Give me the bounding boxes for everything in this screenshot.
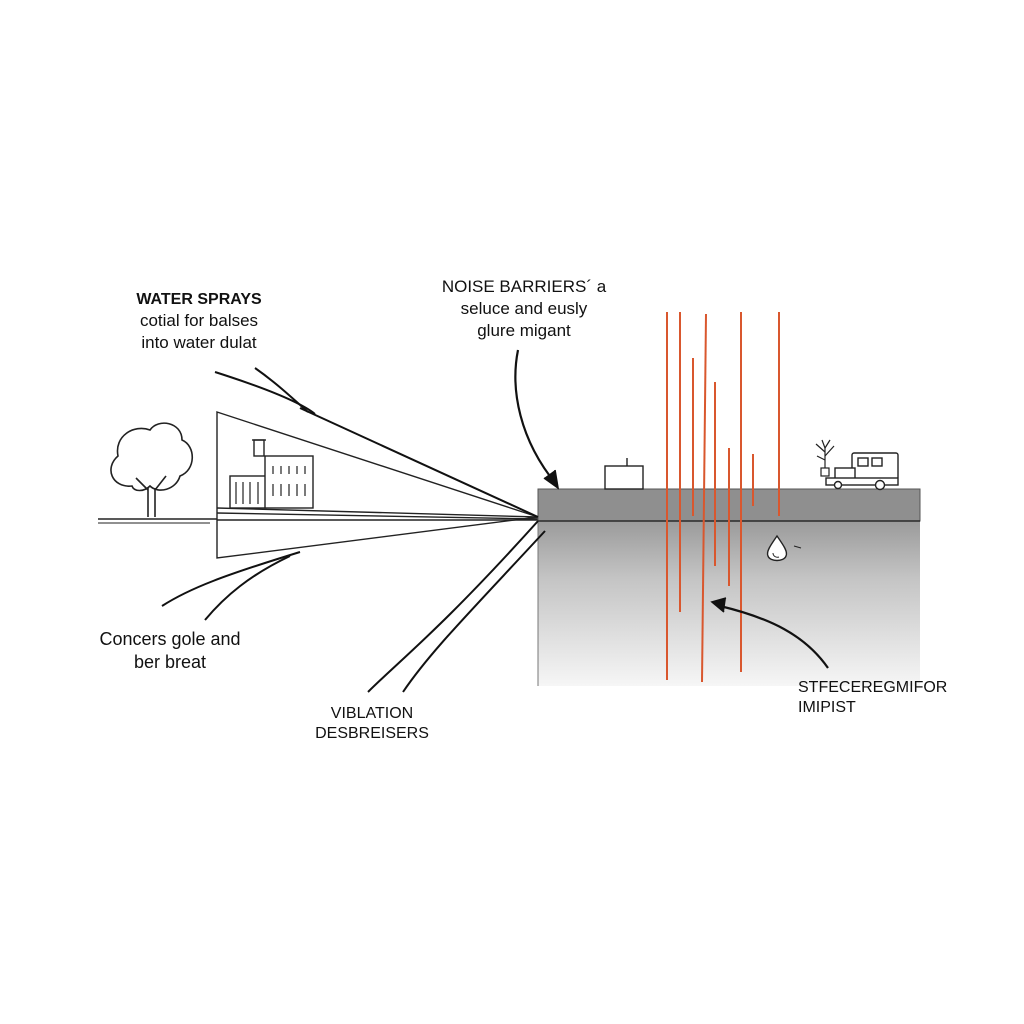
truck-icon: [825, 452, 899, 491]
noise-barriers-arrow: [514, 349, 560, 490]
vibration-label-line-2: DESBREISERS: [315, 725, 429, 743]
shed-icon: [604, 458, 644, 490]
concers-label-line-2: ber breat: [133, 652, 207, 673]
noise-barriers-label-line-1: NOISE BARRIERS´ a: [441, 277, 607, 296]
noise-barriers-label-line-2: seluce and eusly: [460, 298, 588, 318]
water-sprays-label: WATER SPRAYS cotial for balses into wate…: [116, 290, 282, 354]
vibration-label-line-1: VIBLATION: [330, 705, 414, 722]
stfece-label-line-1: STFECEREGMIFOR: [798, 679, 948, 696]
factory-building-icon: [229, 439, 314, 509]
concers-label-line-1: Concers gole and: [99, 629, 241, 649]
noise-barriers-label-line-3: glure migant: [477, 320, 571, 340]
stfece-arrow: [710, 597, 829, 669]
stfece-label-line-2: IMIPIST: [798, 699, 856, 717]
water-sprays-label-line-2: cotial for balses: [139, 311, 259, 331]
stfece-label: STFECEREGMIFOR IMIPIST: [798, 678, 998, 719]
concers-label: Concers gole and ber breat: [84, 628, 256, 674]
noise-barriers-label: NOISE BARRIERS´ a seluce and eusly glure…: [428, 276, 620, 341]
vibration-leader-lines: [367, 520, 546, 693]
water-sprays-label-line-3: into water dulat: [141, 333, 257, 353]
tree-icon: [110, 422, 194, 517]
noise-barrier-lines: [666, 312, 780, 683]
water-droplet-icon: [766, 534, 802, 562]
water-sprays-leader-lines: [214, 367, 539, 518]
water-sprays-label-line-1: WATER SPRAYS: [136, 291, 262, 308]
concers-leader-lines: [161, 551, 301, 621]
vibration-label: VIBLATION DESBREISERS: [296, 704, 448, 745]
sound-cone: [216, 411, 539, 559]
sapling-icon: [815, 439, 835, 477]
